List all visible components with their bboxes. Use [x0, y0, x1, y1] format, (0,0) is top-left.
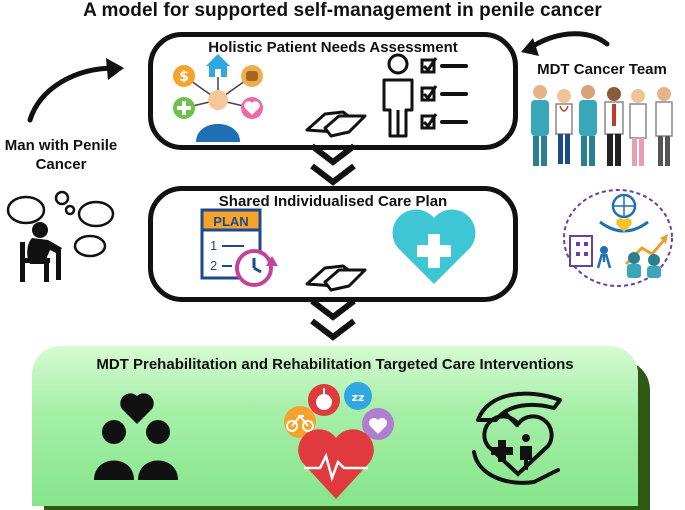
heart-icon — [241, 97, 263, 119]
big-heart-icon — [298, 429, 374, 499]
diagram-title: A model for supported self-management in… — [83, 0, 602, 21]
doctor-4 — [604, 87, 624, 166]
handshake-icon-2 — [305, 264, 367, 292]
patient-label-line2: Cancer — [35, 156, 87, 173]
needs-cluster: $ — [173, 54, 263, 142]
bread-icon — [241, 65, 263, 87]
heart-cross-icon — [392, 209, 476, 284]
svg-text:1: 1 — [210, 238, 217, 253]
svg-text:zz: zz — [352, 391, 365, 404]
curved-arrow-right-icon — [27, 58, 124, 123]
person-icon — [196, 90, 240, 142]
apple-icon — [308, 384, 340, 416]
community-health-icon — [563, 189, 673, 287]
double-chevron-down-icon-2 — [310, 298, 356, 341]
doctor-5 — [629, 89, 647, 166]
mdt-team-label: MDT Cancer Team — [537, 61, 667, 78]
svg-text:$: $ — [179, 69, 189, 85]
handshake-icon — [305, 110, 367, 138]
home-icon — [206, 54, 230, 77]
calendar-plan-icon: PLAN 1 2 — [200, 208, 278, 287]
thinking-man-icon — [6, 190, 115, 282]
dollar-icon: $ — [173, 65, 195, 87]
sleep-icon: zz — [344, 382, 372, 410]
checklist-icon — [382, 53, 468, 138]
wellbeing-icon: zz — [284, 382, 394, 499]
patient-label: Man with Penile Cancer — [0, 136, 122, 174]
heart-monitor-icon — [362, 408, 394, 440]
double-chevron-down-icon — [310, 143, 356, 186]
bike-icon — [284, 406, 316, 438]
interventions-title: MDT Prehabilitation and Rehabilitation T… — [96, 356, 574, 373]
doctor-3 — [579, 85, 597, 166]
medical-cross-icon — [173, 97, 195, 119]
care-hands-icon — [472, 391, 562, 485]
doctor-2 — [555, 89, 573, 164]
patient-label-line1: Man with Penile — [4, 137, 118, 154]
svg-text:2: 2 — [210, 258, 217, 273]
medical-team-icon — [531, 85, 673, 166]
assessment-box-title: Holistic Patient Needs Assessment — [208, 39, 458, 56]
plan-label: PLAN — [213, 214, 248, 229]
curved-arrow-left-icon — [521, 31, 610, 56]
doctor-6 — [655, 87, 673, 166]
care-plan-box-title: Shared Individualised Care Plan — [218, 193, 448, 210]
support-group-icon — [94, 393, 178, 480]
doctor-1 — [531, 85, 549, 166]
